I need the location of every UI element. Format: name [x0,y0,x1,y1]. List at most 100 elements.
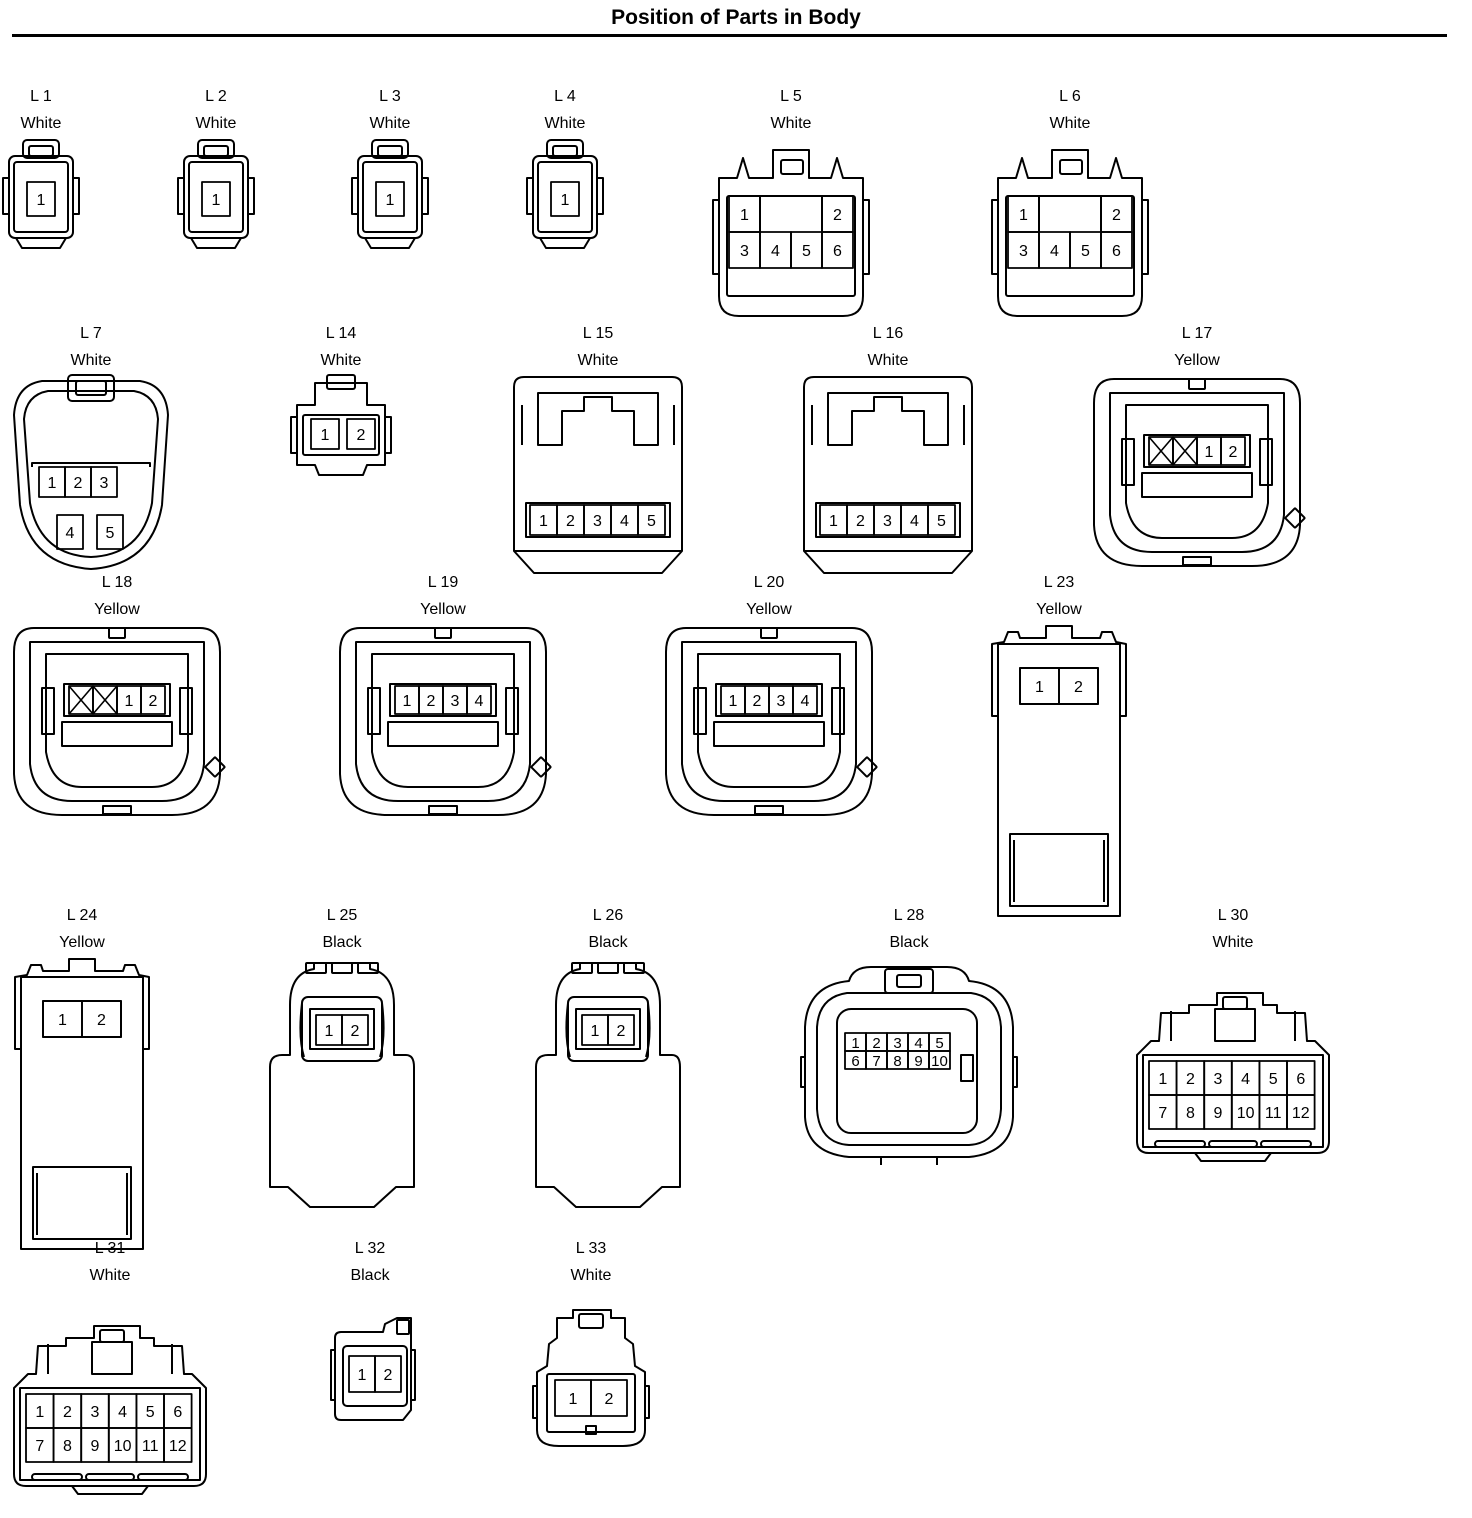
inner-wall [45,653,189,788]
housing-outline [536,1309,646,1447]
pin-cell: 1 [116,685,142,715]
connector-color: White [867,352,909,369]
latch [827,392,949,446]
connector-code: L 33 [575,1240,607,1257]
connector-code: L 20 [753,574,785,591]
pin-cell: 1 [1196,436,1222,466]
pin-frame [726,195,856,297]
housing-outline [535,962,681,1208]
inner-wall [355,641,531,802]
housing-base [190,237,242,249]
key-tab [530,756,552,778]
pin-number: 4 [801,693,810,710]
pin-frame [815,502,961,538]
latch [597,962,619,974]
connector-code: L 14 [325,325,357,342]
latch [396,1319,410,1335]
pin-number: 2 [97,1012,106,1029]
pin-frame [309,1008,375,1050]
pin-number: 4 [620,513,629,530]
housing-outline [269,962,415,1208]
pin-cell: 1 [554,1379,592,1417]
housing-outline [803,376,973,574]
side-rib [248,177,255,215]
pin-number: 1 [829,513,838,530]
pin-number: 1 [539,513,548,530]
latch [537,392,659,446]
pin-cell: 7 [25,1427,55,1463]
rib [387,721,499,747]
pin-number: 2 [351,1023,360,1040]
rib [1141,472,1253,498]
pin-number: 2 [753,693,762,710]
rib [754,805,784,815]
pin-number: 1 [325,1023,334,1040]
pin-cell: 1 [315,1014,343,1046]
pin-number: 1 [48,475,57,492]
pin-cell: 10 [928,1050,951,1070]
blank-cavity [92,685,118,715]
housing-outline [339,627,547,816]
latch [896,974,922,988]
pin-frame [63,683,171,717]
housing-outline [997,149,1143,317]
connector-drawing: 1 [177,139,255,249]
rib [1121,438,1135,486]
pin-cell: 2 [64,466,92,498]
housing-outline [665,627,873,816]
blank-cavity [1172,436,1198,466]
pin-number: 1 [729,693,738,710]
pin-number: 9 [91,1438,100,1455]
rib [1013,840,1105,902]
connector-code: L 17 [1181,325,1213,342]
connector-color: White [320,352,362,369]
pin-number: 6 [833,243,842,260]
rib [428,805,458,815]
pin-number: 4 [475,693,484,710]
pin-cell: 6 [163,1393,193,1429]
pin-number: 1 [358,1367,367,1384]
pin-number: 1 [403,693,412,710]
connector-color: White [20,115,62,132]
inner-wall [301,996,383,1062]
connector-color: Yellow [746,601,792,618]
pin-cell: 8 [52,1427,83,1463]
connector-code: L 24 [66,907,98,924]
latch [371,139,409,159]
pin-cell: 1 [201,181,231,217]
side-rib [811,405,965,445]
pin-number: 12 [169,1438,187,1455]
pin-number: 1 [1035,679,1044,696]
side-rib [73,177,80,215]
housing-outline [296,382,386,476]
pin-number: 4 [1050,243,1059,260]
pin-frame [19,1387,201,1481]
connector-color: White [195,115,237,132]
pin-frame [302,414,380,456]
pin-cell: 5 [96,514,124,550]
connector-color: Yellow [94,601,140,618]
connector-housing: 1 [351,139,429,249]
side-rib [290,416,392,454]
pin-cell: 2 [81,1000,122,1038]
connector-code: L 26 [592,907,624,924]
latch [377,145,403,157]
connector-drawing: 1 [351,139,429,249]
latch [326,374,356,390]
pin-frame [1009,833,1109,907]
pin-cell: 6 [1100,231,1133,269]
pin-number: 8 [1186,1105,1195,1122]
pin-number: 1 [569,1391,578,1408]
